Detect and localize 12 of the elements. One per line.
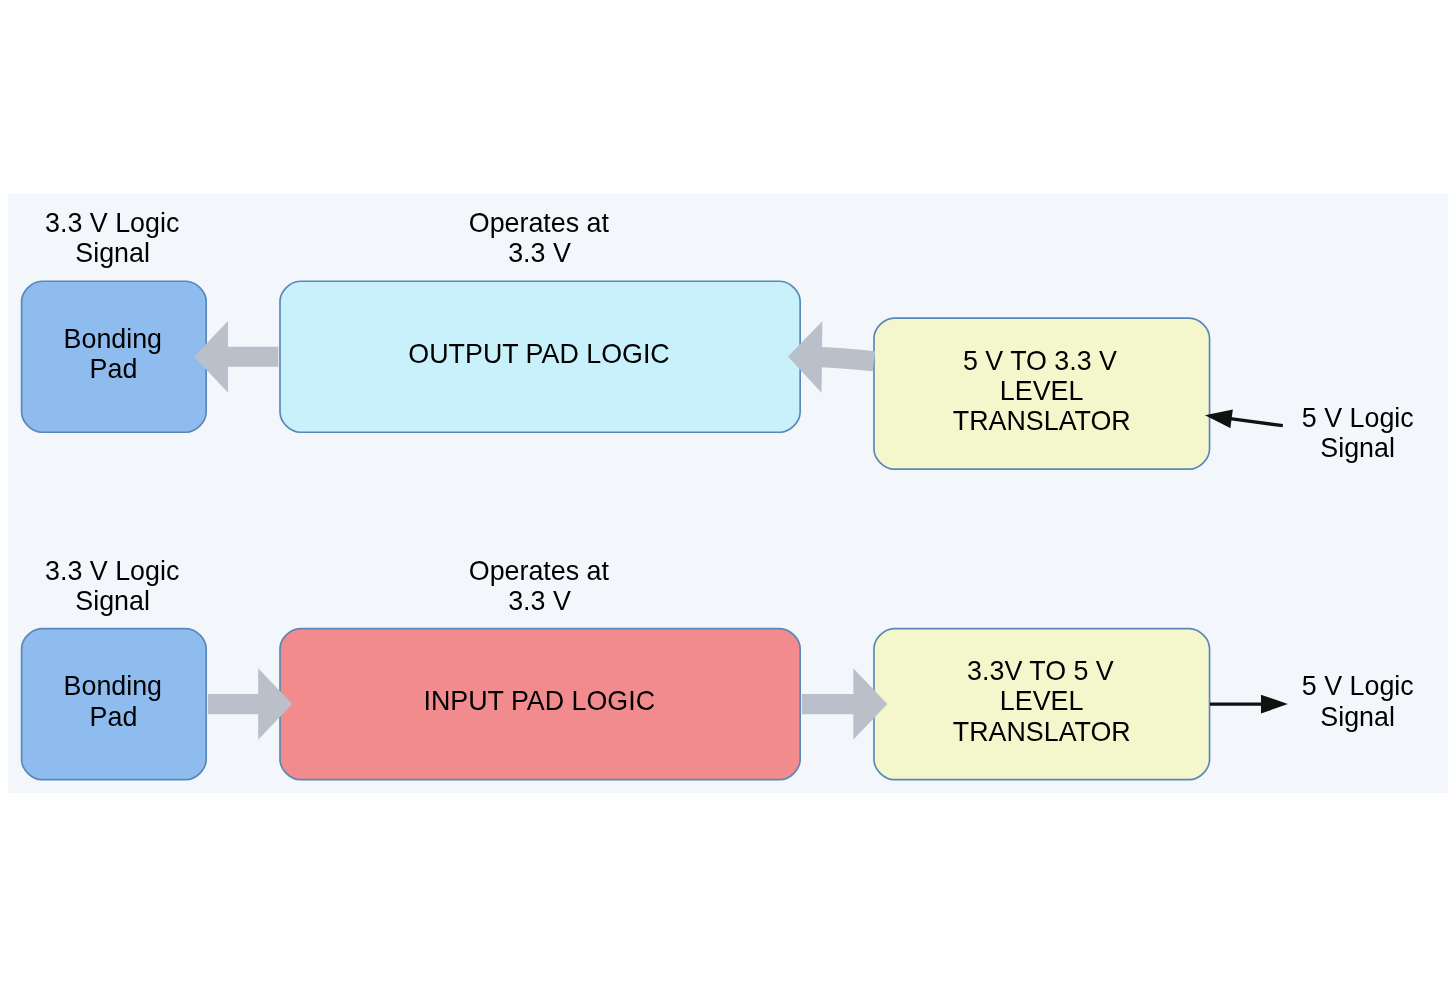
arrow: [207, 668, 293, 740]
node-text: 5 V Logic Signal: [1301, 671, 1414, 732]
arrow: [1204, 409, 1283, 429]
arrow: [801, 668, 888, 740]
arrow: [193, 321, 279, 393]
node-label: Operates at 3.3 V: [468, 208, 609, 269]
node-label: 3.3 V Logic Signal: [45, 555, 180, 616]
arrow: [787, 321, 876, 393]
node-label: Operates at 3.3 V: [468, 555, 609, 616]
node-label: 3.3 V Logic Signal: [45, 208, 180, 269]
node-text: 5 V Logic Signal: [1301, 402, 1414, 464]
arrow: [1209, 694, 1288, 714]
